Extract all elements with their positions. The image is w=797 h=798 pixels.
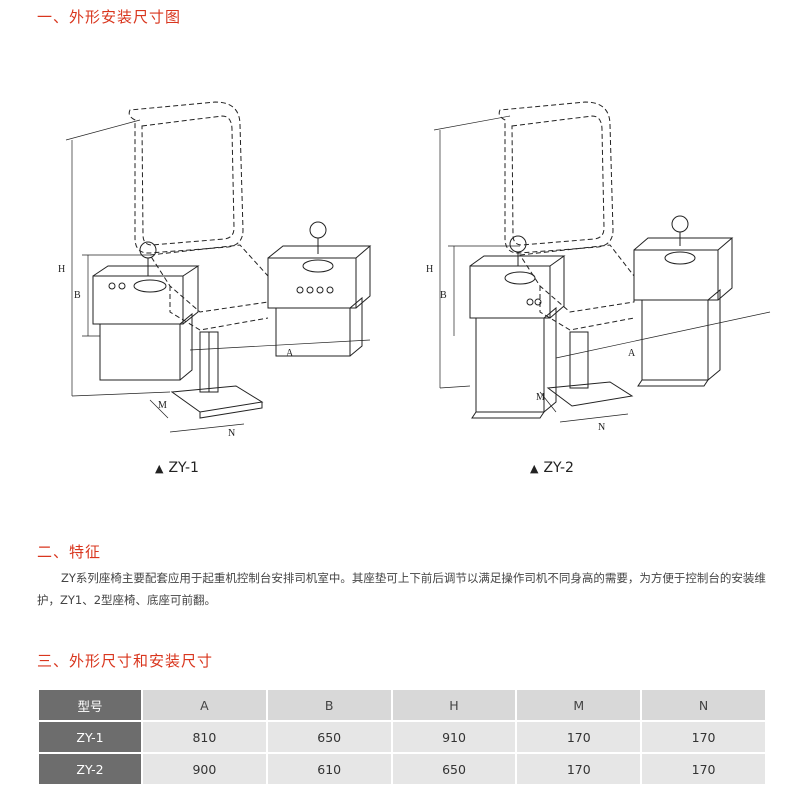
caption-zy2: ▲ ZY-2 xyxy=(530,460,574,476)
header-model: 型号 xyxy=(39,690,141,720)
dimensions-table: 型号 A B H M N ZY-1 810 650 910 170 170 ZY… xyxy=(37,688,767,786)
header-n: N xyxy=(642,690,765,720)
chair-drawings: H B A M N H B A M N xyxy=(58,101,771,439)
cell-model: ZY-2 xyxy=(39,754,141,784)
header-h: H xyxy=(392,690,516,720)
header-b: B xyxy=(267,690,391,720)
zy1-label-B: B xyxy=(74,290,81,301)
zy2-seat xyxy=(519,244,635,313)
features-paragraph: ZY系列座椅主要配套应用于起重机控制台安排司机室中。其座垫可上下前后调节以满足操… xyxy=(37,571,766,607)
cell-m: 170 xyxy=(517,722,641,752)
zy1-label-A: A xyxy=(286,348,294,359)
zy1-label-H: H xyxy=(58,264,65,275)
caption-zy1-text: ZY-1 xyxy=(168,460,199,476)
zy1-right-box xyxy=(267,257,357,309)
section-title-features: 二、特征 xyxy=(37,543,102,561)
zy1-seatback xyxy=(128,101,244,254)
table-row: ZY-2 900 610 650 170 170 xyxy=(39,754,765,784)
cell-a: 810 xyxy=(143,722,266,752)
zy1-label-M: M xyxy=(158,400,167,411)
cell-b: 650 xyxy=(267,722,391,752)
table-header-row: 型号 A B H M N xyxy=(39,690,765,720)
cell-a: 900 xyxy=(143,754,266,784)
cell-n: 170 xyxy=(642,722,765,752)
table-row: ZY-1 810 650 910 170 170 xyxy=(39,722,765,752)
zy2-drawing xyxy=(433,101,771,423)
triangle-icon: ▲ xyxy=(155,462,164,475)
zy1-label-N: N xyxy=(228,428,235,439)
zy2-label-H: H xyxy=(426,264,433,275)
zy1-drawing xyxy=(65,101,372,433)
zy2-right-box xyxy=(633,249,719,301)
cell-m: 170 xyxy=(517,754,641,784)
triangle-icon: ▲ xyxy=(530,462,539,475)
cell-model: ZY-1 xyxy=(39,722,141,752)
zy1-left-box xyxy=(92,275,184,325)
cell-h: 650 xyxy=(392,754,516,784)
section-title-outline: 一、外形安装尺寸图 xyxy=(37,8,182,26)
zy2-label-M: M xyxy=(536,392,545,403)
zy2-seatback xyxy=(498,101,614,254)
zy2-label-N: N xyxy=(598,422,605,433)
zy1-seat xyxy=(149,244,269,313)
section-title-dimensions: 三、外形尺寸和安装尺寸 xyxy=(37,652,214,670)
cell-n: 170 xyxy=(642,754,765,784)
cell-b: 610 xyxy=(267,754,391,784)
zy2-label-A: A xyxy=(628,348,636,359)
zy2-label-B: B xyxy=(440,290,447,301)
header-a: A xyxy=(143,690,266,720)
caption-zy1: ▲ ZY-1 xyxy=(155,460,199,476)
caption-zy2-text: ZY-2 xyxy=(543,460,574,476)
header-m: M xyxy=(517,690,641,720)
cell-h: 910 xyxy=(392,722,516,752)
